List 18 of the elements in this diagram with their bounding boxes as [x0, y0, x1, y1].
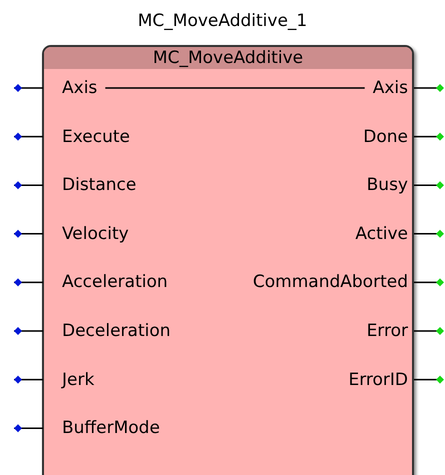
input-pin-name: Execute: [62, 126, 130, 148]
input-pin-name: Acceleration: [62, 271, 168, 294]
connecting-line: [105, 87, 365, 89]
input-pin-name: Jerk: [62, 368, 94, 391]
output-pin-name: Done: [363, 126, 408, 148]
output-pin-name: Error: [366, 320, 408, 342]
output-pin-name: Axis: [372, 77, 408, 99]
instance-name: MC_MoveAdditive_1: [136, 10, 308, 32]
input-pin-name: Velocity: [62, 222, 129, 245]
input-pin-name: Axis: [62, 77, 98, 99]
block-type-name: MC_MoveAdditive: [152, 47, 304, 69]
output-pin-name: Active: [355, 222, 408, 245]
output-pin-name: Busy: [366, 174, 408, 196]
input-pin-name: Distance: [62, 174, 136, 196]
input-pin-name: Deceleration: [62, 320, 171, 342]
output-pin-name: ErrorID: [348, 368, 408, 391]
input-pin-name: BufferMode: [62, 417, 160, 440]
output-pin-name: CommandAborted: [252, 271, 408, 294]
